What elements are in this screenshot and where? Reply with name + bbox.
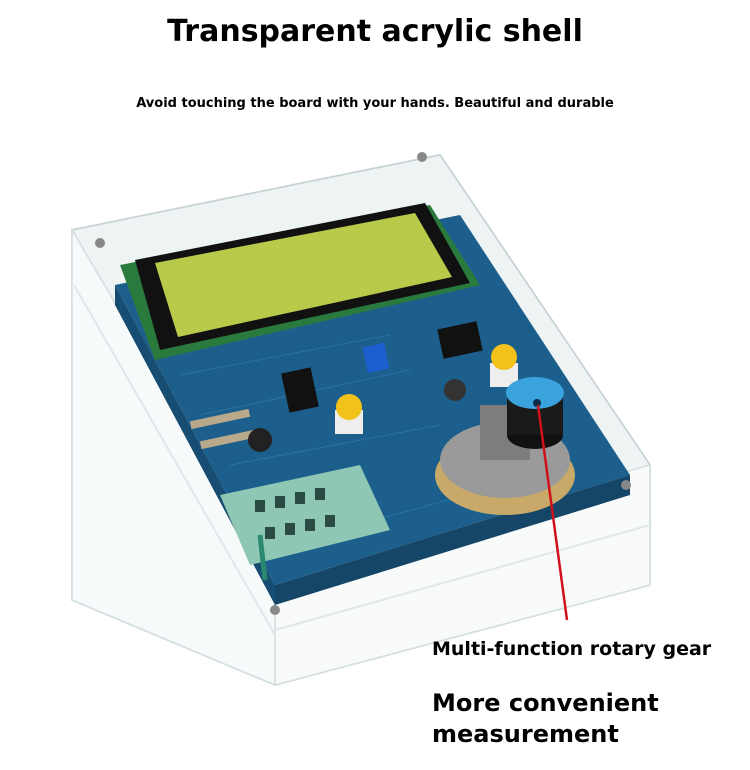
tagline-line-2: measurement	[432, 720, 619, 748]
callout-pointer	[536, 404, 569, 621]
tagline-line-1: More convenient	[432, 689, 659, 717]
zif-socket-icon	[220, 465, 390, 581]
lcd-display-icon	[120, 203, 480, 360]
product-photo	[70, 152, 652, 687]
push-buttons	[335, 344, 518, 434]
rotary-knob-icon	[435, 377, 575, 515]
page-subtitle: Avoid touching the board with your hands…	[136, 96, 614, 111]
screws	[95, 152, 631, 615]
measurement-tagline: More convenient measurement	[432, 688, 732, 750]
components	[189, 321, 483, 452]
rotary-gear-callout: Multi-function rotary gear	[432, 638, 712, 660]
page-title: Transparent acrylic shell	[167, 14, 583, 49]
